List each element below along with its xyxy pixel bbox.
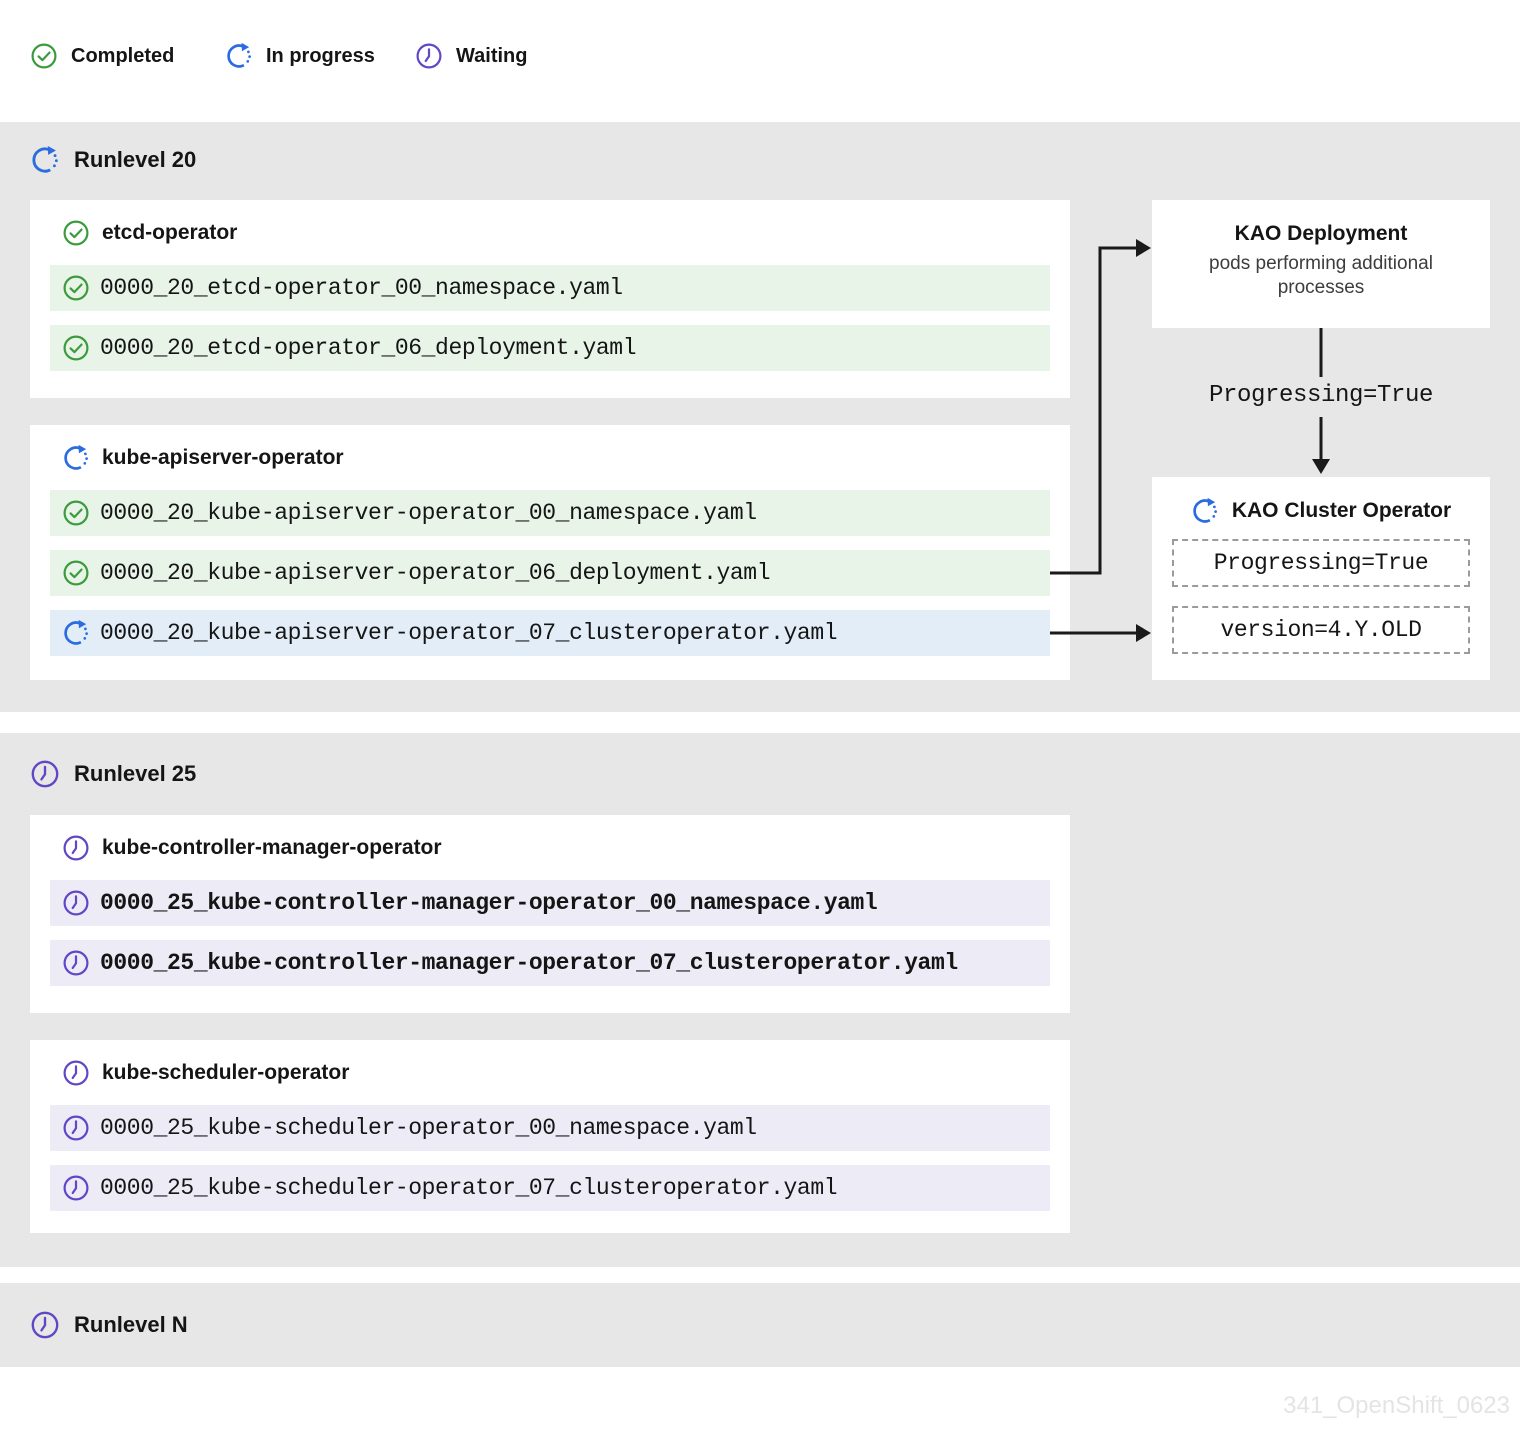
in-progress-sync-icon <box>64 444 90 470</box>
clock-icon <box>31 760 59 788</box>
manifest-row: 0000_20_etcd-operator_00_namespace.yaml <box>50 265 1050 311</box>
runlevel-20-header: Runlevel 20 <box>30 145 196 175</box>
section-title: Runlevel N <box>74 1312 188 1337</box>
legend-label: Waiting <box>456 44 528 67</box>
check-circle-icon <box>63 560 89 586</box>
clock-icon <box>416 43 442 69</box>
runlevel-20-section: Runlevel 20 etcd-operator 0000_20_etcd-o… <box>0 122 1520 712</box>
progressing-arrow-label: Progressing=True <box>1208 382 1434 409</box>
manifest-row: 0000_20_kube-apiserver-operator_07_clust… <box>50 610 1050 656</box>
manifest-filename: 0000_20_kube-apiserver-operator_00_names… <box>100 500 757 526</box>
legend-item-waiting: Waiting <box>415 42 527 70</box>
kube-apiserver-operator-card: kube-apiserver-operator 0000_20_kube-api… <box>30 425 1070 680</box>
manifest-filename: 0000_20_kube-apiserver-operator_06_deplo… <box>100 560 771 586</box>
kao-cluster-operator-title-row: KAO Cluster Operator <box>1152 497 1490 525</box>
card-title-row: kube-apiserver-operator <box>62 444 344 472</box>
check-circle-icon <box>63 335 89 361</box>
manifest-row: 0000_20_etcd-operator_06_deployment.yaml <box>50 325 1050 371</box>
clock-icon <box>63 835 89 861</box>
kao-cluster-operator-title: KAO Cluster Operator <box>1231 499 1452 522</box>
operator-name: kube-apiserver-operator <box>102 446 344 469</box>
kao-deployment-box: KAO Deployment pods performing additiona… <box>1152 200 1490 328</box>
watermark-text: 341_OpenShift_0623 <box>1283 1392 1510 1419</box>
manifest-filename: 0000_25_kube-controller-manager-operator… <box>100 950 958 976</box>
legend-label: Completed <box>71 44 175 67</box>
card-title-row: kube-scheduler-operator <box>62 1059 349 1087</box>
manifest-row: 0000_20_kube-apiserver-operator_00_names… <box>50 490 1050 536</box>
in-progress-sync-icon <box>1193 497 1219 523</box>
card-title-row: etcd-operator <box>62 219 237 247</box>
runlevel-n-section: Runlevel N <box>0 1283 1520 1367</box>
operator-name: kube-controller-manager-operator <box>102 836 442 859</box>
manifest-filename: 0000_25_kube-controller-manager-operator… <box>100 890 878 916</box>
section-title: Runlevel 25 <box>74 761 197 786</box>
card-title-row: kube-controller-manager-operator <box>62 834 442 862</box>
clock-icon <box>31 1311 59 1339</box>
kao-cluster-operator-box: KAO Cluster Operator Progressing=True ve… <box>1152 477 1490 680</box>
etcd-operator-card: etcd-operator 0000_20_etcd-operator_00_n… <box>30 200 1070 398</box>
manifest-row: 0000_25_kube-controller-manager-operator… <box>50 880 1050 926</box>
in-progress-sync-icon <box>227 42 253 68</box>
condition-box-version: version=4.Y.OLD <box>1172 606 1470 654</box>
manifest-filename: 0000_25_kube-scheduler-operator_00_names… <box>100 1115 757 1141</box>
manifest-filename: 0000_20_etcd-operator_06_deployment.yaml <box>100 335 637 361</box>
in-progress-sync-icon <box>64 619 90 645</box>
section-title: Runlevel 20 <box>74 147 197 172</box>
kao-deployment-title: KAO Deployment <box>1234 222 1408 245</box>
runlevel-n-header: Runlevel N <box>30 1310 188 1340</box>
manifest-filename: 0000_20_etcd-operator_00_namespace.yaml <box>100 275 623 301</box>
manifest-row: 0000_25_kube-controller-manager-operator… <box>50 940 1050 986</box>
manifest-filename: 0000_20_kube-apiserver-operator_07_clust… <box>100 620 838 646</box>
clock-icon <box>63 1175 89 1201</box>
legend-label: In progress <box>266 44 375 67</box>
check-circle-icon <box>63 500 89 526</box>
check-circle-icon <box>63 220 89 246</box>
clock-icon <box>63 890 89 916</box>
condition-box-progressing: Progressing=True <box>1172 539 1470 587</box>
operator-name: etcd-operator <box>102 221 238 244</box>
operator-name: kube-scheduler-operator <box>102 1061 350 1084</box>
check-circle-icon <box>63 275 89 301</box>
legend-item-completed: Completed <box>30 42 174 70</box>
kube-scheduler-operator-card: kube-scheduler-operator 0000_25_kube-sch… <box>30 1040 1070 1233</box>
legend-item-in-progress: In progress <box>225 42 375 70</box>
clock-icon <box>63 1060 89 1086</box>
check-circle-icon <box>31 43 57 69</box>
manifest-row: 0000_25_kube-scheduler-operator_07_clust… <box>50 1165 1050 1211</box>
in-progress-sync-icon <box>32 145 60 173</box>
manifest-filename: 0000_25_kube-scheduler-operator_07_clust… <box>100 1175 838 1201</box>
clock-icon <box>63 1115 89 1141</box>
clock-icon <box>63 950 89 976</box>
runlevel-25-section: Runlevel 25 kube-controller-manager-oper… <box>0 733 1520 1267</box>
runlevel-25-header: Runlevel 25 <box>30 759 196 789</box>
manifest-row: 0000_20_kube-apiserver-operator_06_deplo… <box>50 550 1050 596</box>
kao-deployment-subtitle: pods performing additional processes <box>1209 253 1433 298</box>
manifest-row: 0000_25_kube-scheduler-operator_00_names… <box>50 1105 1050 1151</box>
kube-controller-manager-operator-card: kube-controller-manager-operator 0000_25… <box>30 815 1070 1013</box>
